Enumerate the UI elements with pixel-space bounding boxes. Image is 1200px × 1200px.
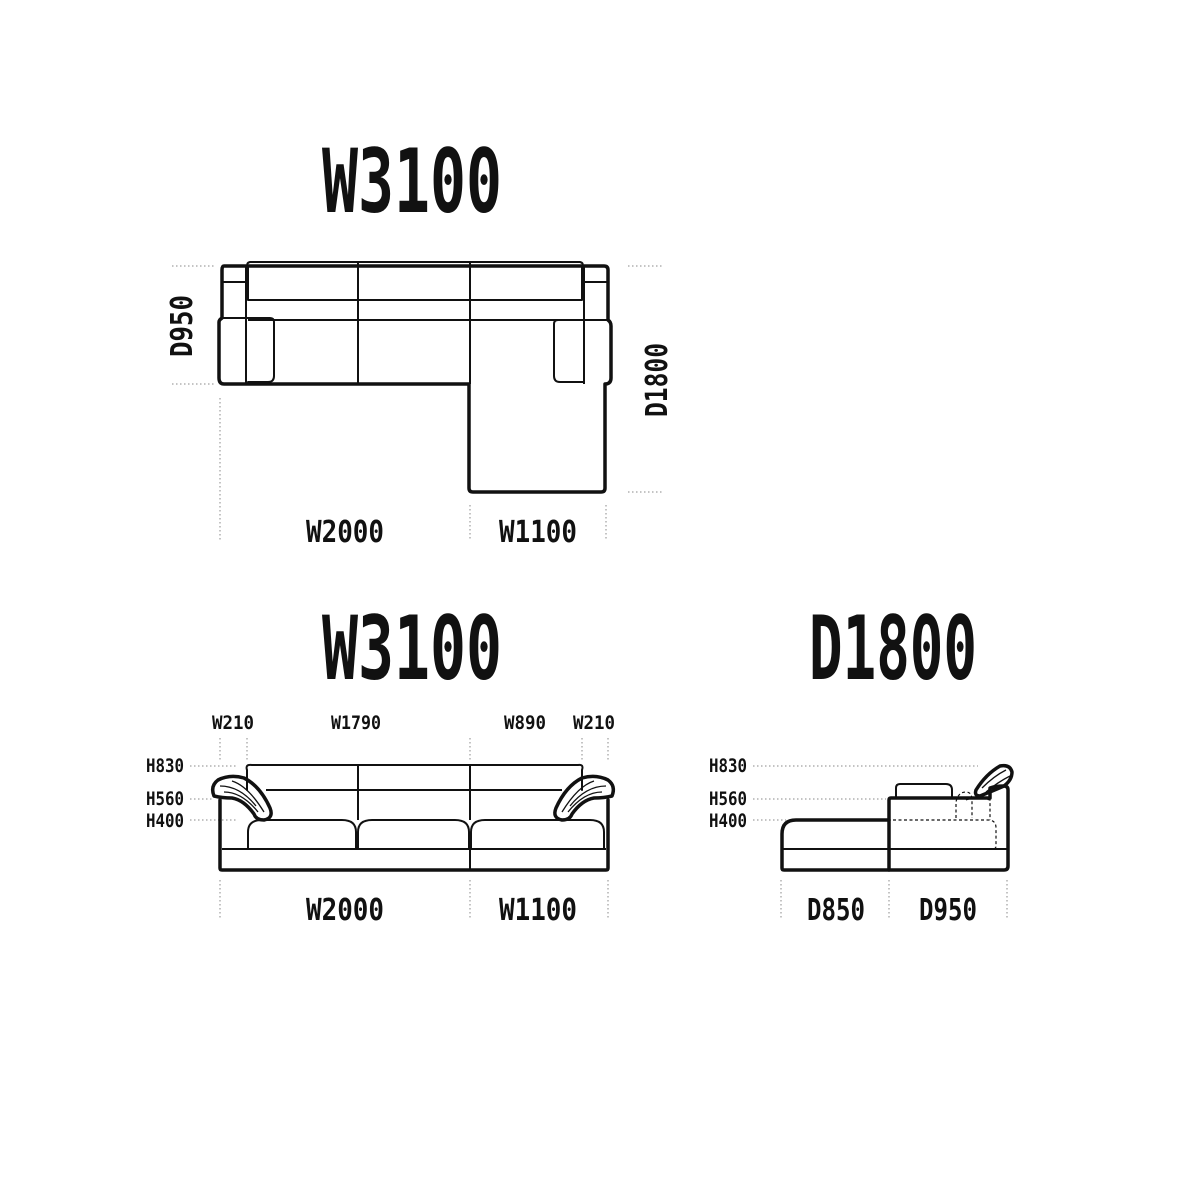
side-inner-seat-dashed [893,819,997,850]
front-seat-cushion-2 [357,819,470,849]
front-width-main-label: W2000 [306,893,384,928]
side-depth-chaise-label: D850 [807,893,865,928]
front-seat-main-label: W1790 [331,712,381,734]
front-arm-left-label: W210 [212,712,254,734]
side-depth-seat-label: D950 [919,893,977,928]
front-right-arm [553,774,616,822]
side-inner-back-dashed [955,791,973,818]
side-headrest [973,763,1014,798]
side-height-back-label: H830 [709,755,747,777]
front-back-cushion [245,763,584,791]
plan-view: W3100 D950 D1800 W2000 W11 [165,130,675,550]
side-view-title: D1800 [809,597,977,700]
front-height-back-label: H830 [146,755,184,777]
front-height-seat-label: H400 [146,810,184,832]
plan-left-arm [221,281,275,383]
front-seat-cushion-3 [470,819,605,849]
front-seat-cushion-1 [247,819,357,849]
front-width-chaise-label: W1100 [499,893,577,928]
plan-sofa-outline [217,264,613,494]
front-sofa-base [218,798,610,872]
front-view: W3100 W210 W1790 W890 W210 H830 H560 H40… [146,597,616,928]
front-arm-right-label: W210 [573,712,615,734]
front-sofa-drawing [210,763,616,872]
front-right-arm-stripes [561,780,607,813]
front-left-arm-stripes [219,780,265,813]
side-seat-body [887,784,1010,872]
plan-depth-right-label: D1800 [640,343,675,417]
front-view-title: W3100 [322,597,502,700]
plan-depth-left-label: D950 [165,295,200,357]
side-height-seat-label: H400 [709,810,747,832]
side-view: D1800 H830 H560 H400 D850 [709,597,1014,928]
side-sofa-drawing [780,763,1014,872]
plan-width-main-label: W2000 [306,515,384,550]
plan-sofa-drawing [217,261,613,494]
plan-view-title: W3100 [322,130,502,233]
side-headrest-stripes [981,769,1011,793]
plan-back-cushion [246,261,584,301]
side-inner-arm-dashed [965,797,991,820]
plan-right-arm [553,281,609,383]
side-height-arm-label: H560 [709,788,747,810]
front-left-arm [210,774,273,822]
front-height-arm-label: H560 [146,788,184,810]
front-seat-chaise-label: W890 [504,712,546,734]
side-back-cushion [895,783,953,799]
plan-width-chaise-label: W1100 [499,515,577,550]
side-chaise [780,818,891,872]
